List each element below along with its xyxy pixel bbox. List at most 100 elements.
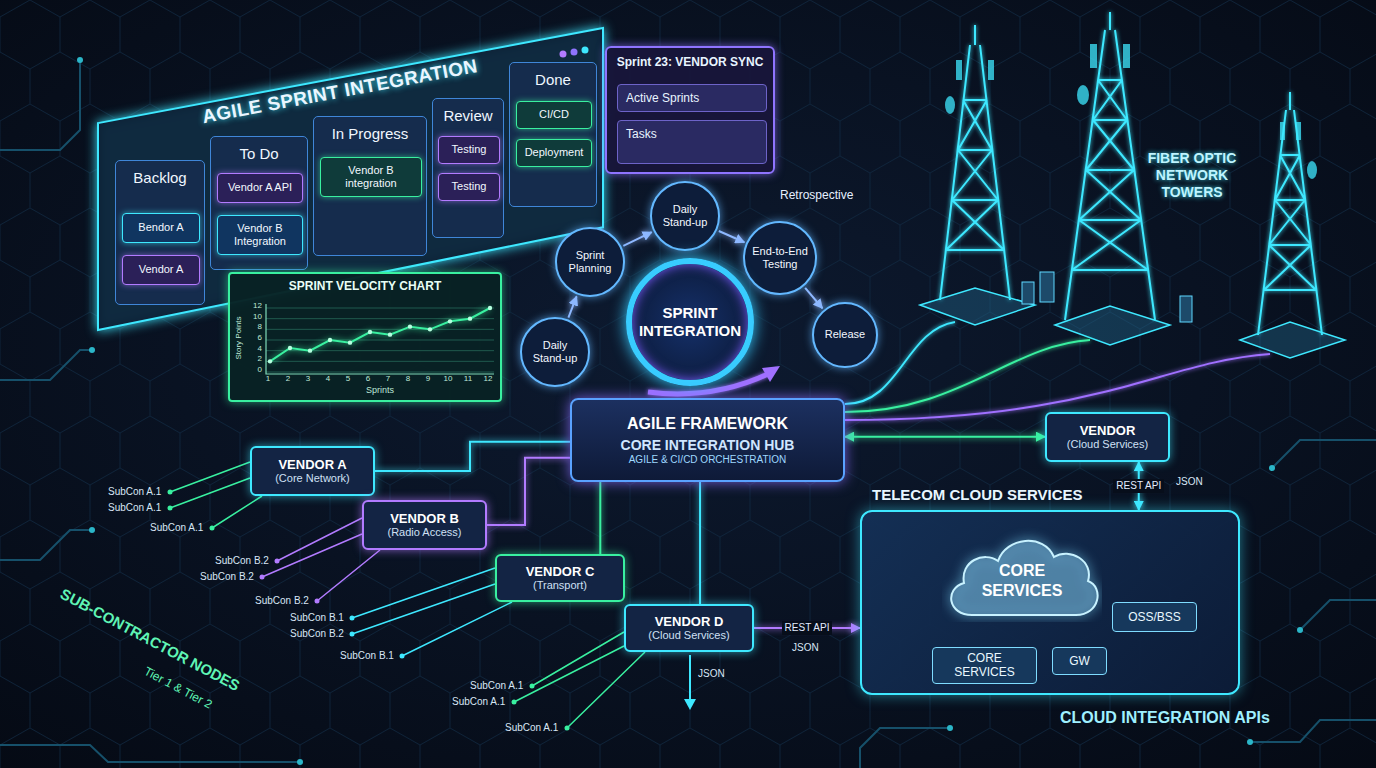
leader-line	[170, 462, 262, 528]
data-point	[408, 324, 412, 328]
node-dot	[315, 599, 320, 604]
trace-dot	[89, 527, 95, 533]
annotation-label: 12	[246, 301, 262, 311]
process-circle: End-to-End Testing	[743, 221, 817, 295]
data-point	[268, 359, 272, 363]
process-circle: Daily Stand-up	[650, 181, 720, 251]
vendor-box: VENDOR C(Transport)	[495, 554, 625, 602]
annotation-label: FIBER OPTIC NETWORK TOWERS	[1146, 150, 1238, 200]
task-card: Vendor B integration	[320, 157, 422, 197]
tower-base	[1240, 322, 1345, 358]
trace-dot	[77, 57, 83, 63]
data-point	[428, 327, 432, 331]
vendor-box: VENDOR(Cloud Services)	[1045, 412, 1170, 462]
trace-dot	[1247, 739, 1253, 745]
velocity-line	[270, 308, 490, 361]
subcontractor-leaders	[170, 462, 645, 728]
annotation-label: CLOUD INTEGRATION APIs	[1060, 708, 1270, 727]
node-dot	[400, 654, 405, 659]
annotation-label: SubCon A.1	[108, 502, 161, 514]
node-text: GW	[1069, 654, 1090, 668]
node-text: Done	[535, 71, 571, 89]
lattice-tower	[1258, 92, 1322, 335]
node-text: VENDOR B	[390, 511, 459, 527]
task-card: Bendor A	[122, 213, 200, 243]
trace-dot	[1269, 465, 1275, 471]
data-point	[288, 346, 292, 350]
towers	[940, 12, 1322, 335]
tower-links	[845, 322, 1270, 420]
cloud-shape: CORE SERVICES	[942, 527, 1102, 622]
building	[1022, 282, 1034, 304]
annotation-label: 5	[340, 374, 356, 384]
grid-line	[266, 361, 494, 362]
kanban-column: BacklogBendor AVendor A	[115, 160, 205, 305]
process-circle: Daily Stand-up	[520, 317, 590, 387]
annotation-label: 1	[260, 374, 276, 384]
vendor-box: VENDOR B(Radio Access)	[362, 500, 487, 550]
annotation-label: 8	[246, 322, 262, 332]
node-text: End-to-End Testing	[751, 245, 809, 271]
kanban-column: To DoVendor A APIVendor B Integration	[210, 136, 308, 270]
edge-label: REST API	[1113, 479, 1164, 493]
task-card: Vendor B Integration	[217, 215, 303, 255]
antenna-panel	[1280, 122, 1285, 140]
annotation-label: 4	[320, 374, 336, 384]
task-card: Testing	[438, 173, 500, 201]
circuit-trace	[0, 530, 92, 560]
node-text: VENDOR	[1080, 423, 1136, 439]
dish	[945, 96, 955, 114]
node-dot	[168, 506, 173, 511]
task-card: Vendor A API	[217, 173, 303, 203]
window-dot	[560, 51, 567, 58]
node-text: (Transport)	[533, 579, 587, 592]
node-text: Vendor B Integration	[222, 222, 298, 248]
connector	[805, 288, 822, 308]
annotation-label: 6	[246, 333, 262, 343]
vendor-box: VENDOR D(Cloud Services)	[624, 604, 754, 652]
annotation-label: SubCon B.2	[290, 628, 344, 640]
annotation-label: 10	[440, 374, 456, 384]
connector	[568, 296, 576, 317]
cloud-platform: TELECOM CLOUD SERVICESCORE SERVICESOSS/B…	[860, 510, 1240, 695]
antennas	[945, 44, 1317, 179]
annotation-label: SubCon A.1	[470, 680, 523, 692]
circuit-trace	[1300, 600, 1376, 630]
edge-label: REST API	[782, 621, 833, 635]
node-dot	[350, 632, 355, 637]
node-text: Daily Stand-up	[658, 203, 712, 229]
lattice-tower	[1065, 12, 1155, 320]
grid-line	[266, 329, 494, 330]
annotation-label: 2	[246, 354, 262, 364]
antenna-panel	[956, 60, 962, 80]
annotation-label: SubCon B.1	[340, 650, 394, 662]
leader-line	[352, 568, 512, 656]
circuit-trace	[0, 350, 92, 380]
service-box: CORE SERVICES	[932, 647, 1037, 684]
annotation-label: 4	[246, 344, 262, 354]
annotation-label: SubCon B.2	[255, 595, 309, 607]
node-text: CORE INTEGRATION HUB	[621, 437, 795, 454]
dish	[1077, 85, 1089, 105]
fiber-link	[845, 340, 1090, 412]
data-point	[308, 348, 312, 352]
trace-dot	[89, 347, 95, 353]
annotation-label: SubCon A.1	[505, 722, 558, 734]
connector	[487, 458, 570, 525]
connector	[599, 482, 601, 554]
circuit-trace	[0, 60, 80, 150]
node-text: Active Sprints	[626, 91, 699, 105]
node-text: SPRINT VELOCITY CHART	[289, 279, 441, 293]
node-text: VENDOR D	[655, 614, 724, 630]
annotation-label: Sprints	[355, 385, 405, 396]
sprint-panel: Sprint 23: VENDOR SYNCActive SprintsTask…	[605, 46, 775, 174]
connector	[623, 232, 651, 246]
tower-base	[920, 288, 1035, 325]
grid-line	[266, 318, 494, 319]
annotation-label: 8	[400, 374, 416, 384]
node-text: Testing	[452, 143, 487, 156]
board-panel	[98, 28, 603, 330]
